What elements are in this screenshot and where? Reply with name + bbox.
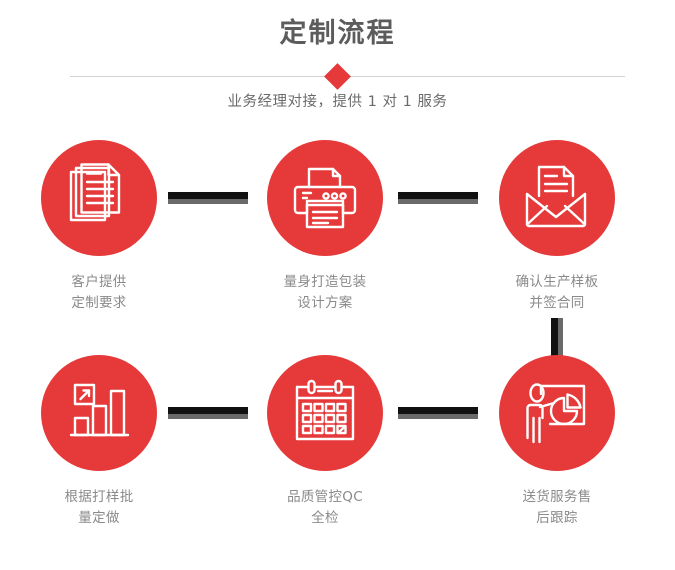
connector-bar-gray bbox=[398, 414, 478, 419]
arrow-step4-step5 bbox=[168, 407, 248, 419]
presentation-person-icon bbox=[526, 383, 586, 444]
connector-bar-dark bbox=[398, 407, 478, 414]
arrow-step5-step6 bbox=[398, 407, 478, 419]
connector-bar-dark bbox=[398, 192, 478, 199]
step-6-label: 送货服务售 后跟踪 bbox=[522, 489, 592, 526]
step-2-circle bbox=[267, 140, 383, 256]
connector-bar-dark bbox=[551, 318, 558, 360]
calendar-check-icon bbox=[295, 379, 355, 441]
printer-icon bbox=[293, 167, 357, 229]
step-5-circle bbox=[267, 355, 383, 471]
step-5-label: 品质管控QC 全检 bbox=[287, 489, 363, 526]
step-4-label: 根据打样批 量定做 bbox=[64, 489, 134, 526]
step-1-circle bbox=[41, 140, 157, 256]
flow-step-2[interactable]: 量身打造包装 设计方案 bbox=[235, 140, 415, 314]
flow-row-2: 根据打样批 量定做 bbox=[0, 355, 675, 570]
page-subtitle: 业务经理对接，提供 1 对 1 服务 bbox=[227, 94, 448, 110]
arrow-step1-step2 bbox=[168, 192, 248, 204]
connector-bar-gray bbox=[168, 414, 248, 419]
flow-step-6[interactable]: 送货服务售 后跟踪 bbox=[467, 355, 647, 529]
flow-step-1[interactable]: 客户提供 定制要求 bbox=[9, 140, 189, 314]
documents-stack-icon bbox=[69, 163, 121, 222]
envelope-letter-icon bbox=[525, 165, 587, 228]
bar-chart-growth-icon bbox=[69, 383, 130, 437]
connector-bar-dark bbox=[168, 192, 248, 199]
arrow-step2-step3 bbox=[398, 192, 478, 204]
page-title: 定制流程 bbox=[279, 18, 396, 49]
flow-step-3[interactable]: 确认生产样板 并签合同 bbox=[467, 140, 647, 314]
step-2-label: 量身打造包装 设计方案 bbox=[283, 274, 367, 311]
flow-step-4[interactable]: 根据打样批 量定做 bbox=[9, 355, 189, 529]
step-3-label: 确认生产样板 并签合同 bbox=[515, 274, 599, 311]
connector-bar-dark bbox=[168, 407, 248, 414]
process-flow: 客户提供 定制要求 bbox=[0, 140, 675, 570]
diamond-icon bbox=[324, 62, 351, 90]
step-3-circle bbox=[499, 140, 615, 256]
step-4-circle bbox=[41, 355, 157, 471]
step-6-circle bbox=[499, 355, 615, 471]
arrow-step3-step6 bbox=[551, 318, 563, 360]
connector-bar-gray bbox=[398, 199, 478, 204]
page-header: 定制流程 业务经理对接，提供 1 对 1 服务 bbox=[0, 0, 675, 110]
connector-bar-gray bbox=[168, 199, 248, 204]
title-divider bbox=[0, 62, 675, 90]
step-1-label: 客户提供 定制要求 bbox=[71, 274, 127, 311]
flow-step-5[interactable]: 品质管控QC 全检 bbox=[235, 355, 415, 529]
connector-bar-gray bbox=[558, 318, 563, 360]
flow-row-1: 客户提供 定制要求 bbox=[0, 140, 675, 360]
